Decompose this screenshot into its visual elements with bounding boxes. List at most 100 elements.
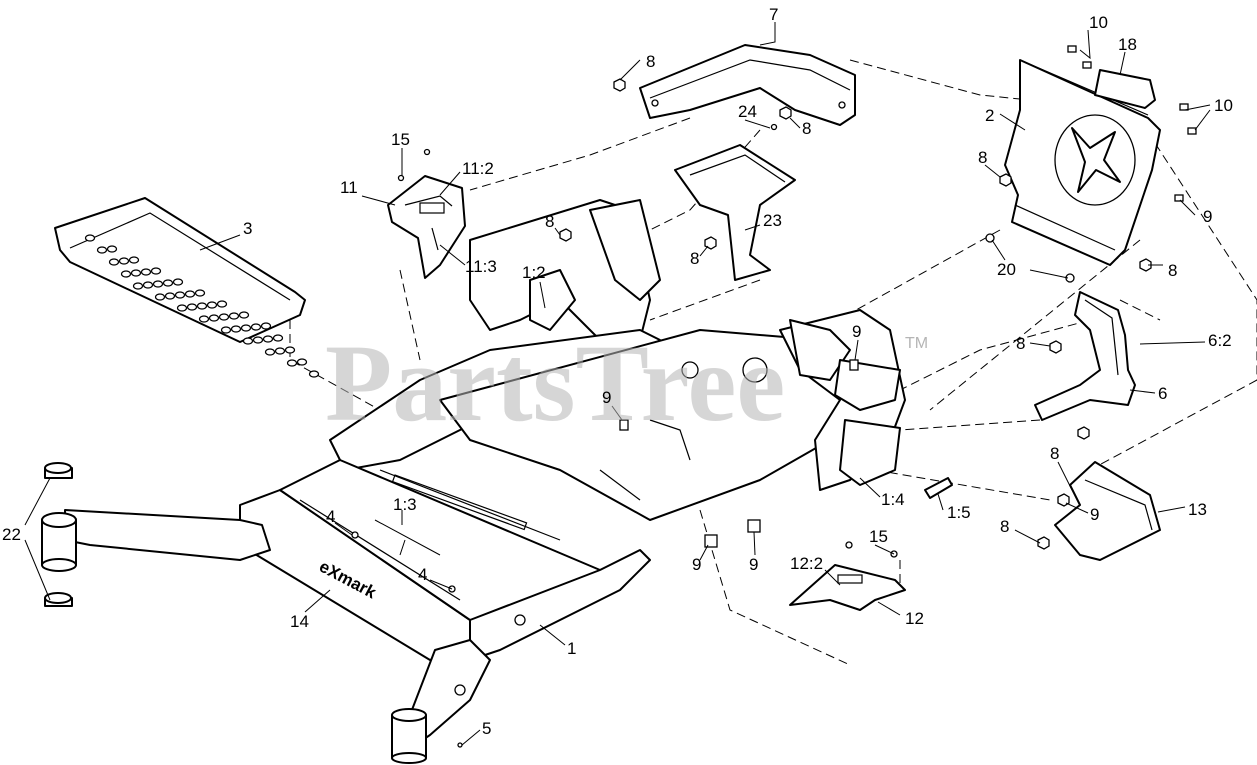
perforation-hole	[120, 270, 132, 278]
callout-6-2: 6:2	[1208, 331, 1232, 350]
callout-15: 15	[869, 527, 888, 546]
perforation-hole	[242, 337, 254, 345]
perforation-hole	[252, 336, 264, 344]
leader-lines	[24, 22, 1211, 746]
callout-9: 9	[852, 322, 861, 341]
perforation-hole	[194, 289, 206, 297]
callout-9: 9	[1090, 505, 1099, 524]
perforation-hole	[218, 313, 230, 321]
callout-2: 2	[985, 106, 994, 125]
perforation-hole	[154, 293, 166, 301]
perforation-hole	[164, 292, 176, 300]
perforation-hole	[308, 370, 320, 378]
callout-1-5: 1:5	[947, 503, 971, 522]
callout-12: 12	[905, 609, 924, 628]
svg-text:PartsTree: PartsTree	[325, 322, 785, 444]
callout-11-3: 11:3	[465, 257, 497, 276]
perforation-hole	[176, 304, 188, 312]
perforation-hole	[96, 246, 108, 254]
callout-8: 8	[1050, 444, 1059, 463]
callout-7: 7	[769, 5, 778, 24]
callout-9: 9	[692, 555, 701, 574]
perforation-hole	[286, 359, 298, 367]
perforation-hole	[162, 279, 174, 287]
callout-1-3: 1:3	[393, 495, 417, 514]
perforation-hole	[262, 335, 274, 343]
callout-4: 4	[326, 507, 335, 526]
callout-11: 11	[340, 178, 358, 197]
perforation-hole	[174, 291, 186, 299]
rear-plate-part-2	[1004, 59, 1161, 266]
perforation-hole	[250, 323, 262, 331]
callout-3: 3	[243, 219, 252, 238]
callout-8: 8	[802, 119, 811, 138]
decal-part-1-5	[924, 477, 953, 499]
callout-8: 8	[1000, 517, 1009, 536]
callout-6: 6	[1158, 384, 1167, 403]
callout-1: 1	[567, 639, 576, 658]
callout-8: 8	[690, 249, 699, 268]
callout-23: 23	[763, 211, 782, 230]
perforation-hole	[142, 281, 154, 289]
callout-18: 18	[1118, 35, 1137, 54]
plate-part-12	[789, 564, 906, 611]
perforation-hole	[150, 267, 162, 275]
perforation-hole	[128, 256, 140, 264]
perforation-hole	[108, 258, 120, 266]
perforation-hole	[238, 311, 250, 319]
perforation-hole	[186, 303, 198, 311]
callout-8: 8	[646, 52, 655, 71]
footplate-part-3	[54, 197, 320, 378]
callout-9: 9	[602, 388, 611, 407]
guard-part-6	[1034, 291, 1136, 421]
fasteners	[351, 45, 1197, 748]
perforation-hole	[130, 269, 142, 277]
perforation-hole	[216, 300, 228, 308]
perforation-hole	[296, 358, 308, 366]
callout-8: 8	[545, 212, 554, 231]
perforation-hole	[198, 315, 210, 323]
svg-text:TM: TM	[905, 335, 928, 352]
callout-5: 5	[482, 719, 491, 738]
perforation-hole	[228, 312, 240, 320]
callout-9: 9	[749, 555, 758, 574]
callout-9: 9	[1203, 207, 1212, 226]
perforation-hole	[274, 347, 286, 355]
callout-10: 10	[1214, 96, 1233, 115]
perforation-hole	[84, 234, 96, 242]
perforation-hole	[132, 282, 144, 290]
callout-22: 22	[2, 525, 21, 544]
caster-pivot-part-22	[41, 462, 77, 607]
callout-8: 8	[978, 148, 987, 167]
callout-11-2: 11:2	[462, 159, 494, 178]
callout-24: 24	[738, 102, 757, 121]
perforation-hole	[172, 278, 184, 286]
callout-14: 14	[290, 612, 309, 631]
perforation-hole	[230, 325, 242, 333]
callout-10: 10	[1089, 13, 1108, 32]
callout-20: 20	[997, 260, 1016, 279]
perforation-hole	[220, 326, 232, 334]
callout-15: 15	[391, 130, 410, 149]
perforation-hole	[240, 324, 252, 332]
perforation-hole	[196, 302, 208, 310]
perforation-hole	[118, 257, 130, 265]
decal-part-18	[1094, 69, 1156, 109]
perforation-hole	[140, 268, 152, 276]
step-part-13	[1054, 461, 1161, 561]
perforation-hole	[284, 346, 296, 354]
cover-part-11	[387, 175, 466, 279]
bracket-part-23	[674, 144, 796, 281]
perforation-hole	[260, 322, 272, 330]
watermark: PartsTree TM	[325, 322, 928, 444]
perforation-hole	[208, 314, 220, 322]
callout-8: 8	[1016, 334, 1025, 353]
callout-1-2: 1:2	[522, 263, 546, 282]
perforation-hole	[152, 280, 164, 288]
callout-1-4: 1:4	[881, 490, 905, 509]
perforation-hole	[184, 290, 196, 298]
callout-13: 13	[1188, 500, 1207, 519]
callout-8: 8	[1168, 261, 1177, 280]
